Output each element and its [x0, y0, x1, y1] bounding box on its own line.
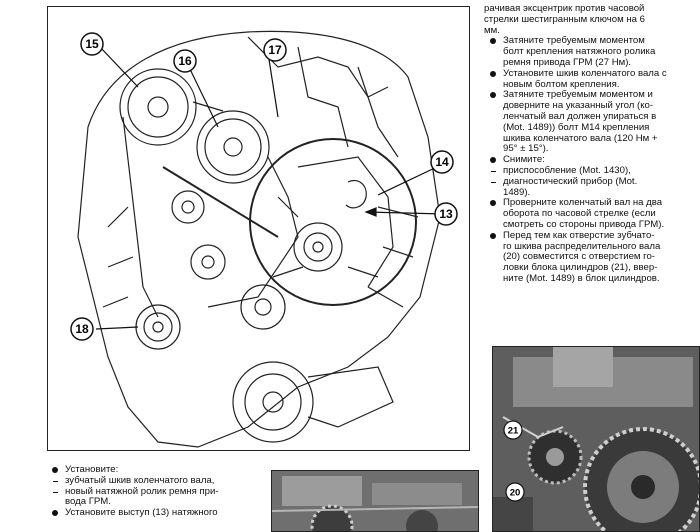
intro-line: стрелки шестигранным ключом на 6	[484, 13, 645, 25]
text-line: зубчатый шкив коленчатого вала,	[65, 474, 215, 486]
dash-icon	[491, 170, 496, 172]
callout-15: 15	[80, 32, 104, 56]
svg-text:16: 16	[178, 54, 192, 68]
instruction-dash-item: приспособление (Mot. 1430),	[484, 164, 698, 177]
dash-icon	[53, 491, 58, 493]
bullet-icon	[52, 510, 58, 517]
instruction-bullet: Установите:	[46, 464, 268, 476]
text-line: Затяните требуемым моментом	[503, 35, 645, 47]
intro-line: мм.	[484, 24, 500, 36]
text-line: новым болтом крепления.	[503, 78, 620, 90]
text-line: Снимите:	[503, 154, 545, 166]
instruction-bullet: Перед тем как отверстие зубчато- го шкив…	[484, 229, 698, 285]
svg-text:13: 13	[439, 207, 453, 221]
text-line: го шкива распределительного вала	[503, 240, 661, 252]
intro-paragraph: рачивая эксцентрик против часовой стрелк…	[484, 3, 698, 36]
photo-bottom-drawing	[272, 471, 478, 531]
svg-text:15: 15	[85, 37, 99, 51]
engine-photo-bottom	[271, 470, 479, 532]
instruction-bullet: Снимите:	[484, 154, 698, 166]
text-line: Установите выступ (13) натяжного	[65, 507, 218, 519]
bullet-icon	[490, 232, 496, 239]
bullet-icon	[490, 92, 496, 99]
text-line: (Mot. 1489)) болт М14 крепления	[503, 121, 650, 133]
text-line: Установите:	[65, 464, 119, 475]
text-line: 95° ± 15°).	[503, 143, 549, 155]
text-line: болт крепления натяжного ролика	[503, 46, 656, 58]
text-line: шкива коленчатого вала (120 Нм +	[503, 132, 658, 144]
text-line: доверните на указанный угол (ко-	[503, 100, 654, 112]
engine-figure: 15 16 17 14 13 18	[47, 6, 470, 451]
text-line: Затяните требуемым моментом и	[503, 89, 653, 101]
callout-layer: 15 16 17 14 13 18	[70, 32, 458, 341]
text-line: ремня привода ГРМ (27 Нм).	[503, 56, 632, 68]
instruction-bullet: Проверните коленчатый вал на два оборота…	[484, 198, 698, 230]
photo-right-drawing: 21 20	[493, 347, 699, 531]
callout-18: 18	[70, 317, 94, 341]
svg-text:14: 14	[435, 155, 449, 169]
text-line: оборота по часовой стрелке (если	[503, 208, 656, 220]
callout-16: 16	[173, 49, 197, 73]
svg-text:17: 17	[268, 43, 282, 57]
bullet-icon	[490, 38, 496, 45]
text-line: вода ГРМ.	[65, 496, 111, 508]
callout-13: 13	[434, 202, 458, 226]
text-line: Проверните коленчатый вал на два	[503, 197, 663, 209]
engine-photo-right: 21 20	[492, 346, 700, 532]
right-text-column: рачивая эксцентрик против часовой стрелк…	[484, 3, 698, 285]
svg-text:20: 20	[510, 488, 521, 499]
instruction-bullet: Установите шкив коленчатого вала с новым…	[484, 67, 698, 91]
svg-text:21: 21	[508, 426, 519, 437]
text-line: ловки блока цилиндров (21), ввер-	[503, 262, 658, 274]
text-line: Установите шкив коленчатого вала с	[503, 67, 667, 79]
callout-20: 20	[505, 482, 525, 502]
bullet-icon	[490, 157, 496, 164]
intro-line: рачивая эксцентрик против часовой	[484, 3, 645, 14]
text-line: диагностический прибор (Mot.	[503, 175, 638, 187]
text-line: приспособление (Mot. 1430),	[503, 164, 631, 176]
instruction-dash-item: диагностический прибор (Mot. 1489).	[484, 175, 698, 199]
callout-17: 17	[263, 38, 287, 62]
instruction-bullet: Затяните требуемым моментом и доверните …	[484, 90, 698, 155]
dash-icon	[53, 480, 58, 482]
left-text-column: Установите: зубчатый шкив коленчатого ва…	[46, 464, 268, 519]
callout-14: 14	[430, 150, 454, 174]
bullet-icon	[490, 70, 496, 77]
bullet-icon	[52, 467, 58, 473]
text-line: ните (Mot. 1489) в блок цилиндров.	[503, 272, 660, 284]
svg-text:18: 18	[75, 322, 89, 336]
text-line: ленчатый вал должен упираться в	[503, 110, 657, 122]
dash-icon	[491, 181, 496, 183]
text-line: 1489).	[503, 186, 531, 198]
instruction-bullet: Установите выступ (13) натяжного	[46, 507, 268, 519]
instruction-dash-item: зубчатый шкив коленчатого вала,	[46, 474, 268, 487]
text-line: Перед тем как отверстие зубчато-	[503, 229, 655, 241]
text-line: новый натяжной ролик ремня при-	[65, 485, 219, 497]
text-line: (20) совместится с отверстием го-	[503, 251, 655, 263]
callout-21: 21	[503, 420, 523, 440]
text-line: смотреть со стороны привода ГРМ).	[503, 218, 665, 230]
engine-drawing	[77, 30, 445, 448]
bullet-icon	[490, 200, 496, 207]
instruction-dash-item: новый натяжной ролик ремня при- вода ГРМ…	[46, 485, 268, 509]
instruction-bullet: Затяните требуемым моментом болт креплен…	[484, 36, 698, 68]
